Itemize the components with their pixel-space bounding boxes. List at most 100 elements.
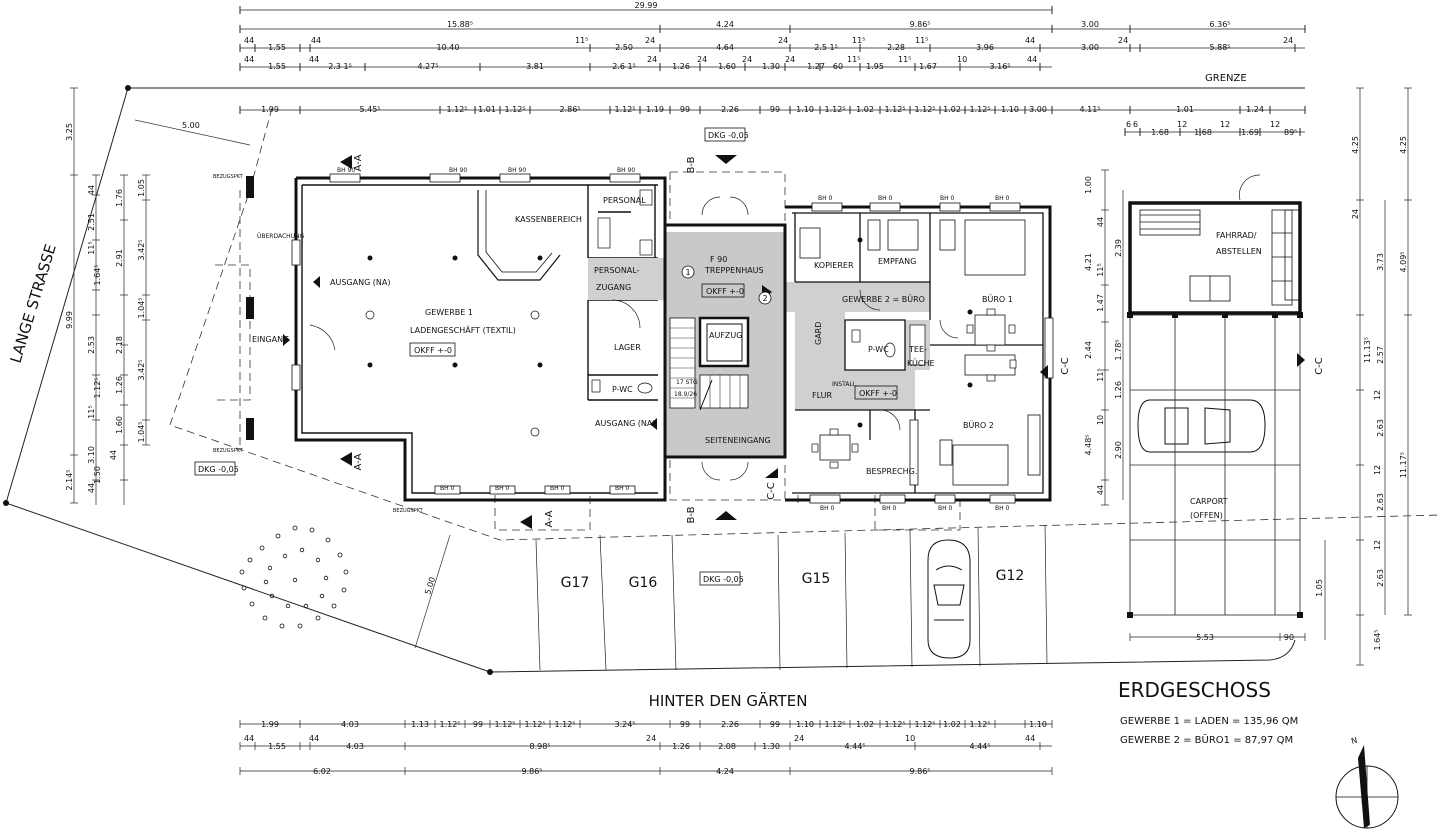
room-buero2: BÜRO 2 bbox=[963, 420, 994, 430]
dim-text: 3.10 bbox=[87, 446, 96, 464]
dim-text: 3.00 bbox=[1081, 20, 1099, 29]
stair-marker-2-text: 2 bbox=[762, 294, 767, 303]
dim-text: 1.12⁵ bbox=[824, 105, 845, 114]
dim-text: 3.00 bbox=[1029, 105, 1047, 114]
dim-text: 1.99 bbox=[261, 105, 279, 114]
dim-text: 1.12⁵ bbox=[914, 105, 935, 114]
left-dimension-chains bbox=[70, 87, 150, 505]
dim-text: 1.12⁵ bbox=[914, 720, 935, 729]
section-label-aa: A-A bbox=[353, 154, 364, 171]
dim-text: 1.27 bbox=[807, 62, 825, 71]
dim-text: 4.09⁵ bbox=[1399, 251, 1408, 272]
dim-text: 2.5 1⁵ bbox=[814, 43, 838, 52]
install-label: INSTALL. bbox=[832, 381, 858, 388]
wc-fixtures bbox=[591, 324, 926, 394]
garage-label-g17: G17 bbox=[561, 575, 590, 591]
dim-text: 2.53 bbox=[87, 336, 96, 354]
dim-text: 44 bbox=[1027, 55, 1037, 64]
room-personal-zugang: PERSONAL- bbox=[594, 266, 640, 275]
svg-text:N: N bbox=[1350, 736, 1358, 746]
dim-text: 24 bbox=[1283, 36, 1293, 45]
dim-text: 44 bbox=[1025, 36, 1035, 45]
dim-text: 2.39 bbox=[1114, 239, 1123, 257]
door-swings bbox=[309, 174, 1261, 481]
dim-text: 44 bbox=[1096, 217, 1105, 227]
dim-text: 4.64 bbox=[716, 43, 734, 52]
svg-text:BH 90: BH 90 bbox=[508, 167, 526, 174]
dim-text: 10 bbox=[957, 55, 967, 64]
dim-text: 1.04⁵ bbox=[137, 421, 146, 442]
svg-text:BH 0: BH 0 bbox=[550, 485, 565, 492]
dim-text: 6.36⁵ bbox=[1209, 20, 1230, 29]
dim-text: 44 bbox=[311, 36, 321, 45]
dim-text: 3.96 bbox=[976, 43, 994, 52]
dim-text: 1.12⁵ bbox=[884, 105, 905, 114]
dim-text: 12 bbox=[1220, 120, 1230, 129]
dim-text: 89⁵ bbox=[1284, 128, 1297, 137]
room-flur: FLUR bbox=[812, 391, 833, 400]
room-besprechung: BESPRECHG. bbox=[866, 467, 917, 476]
dim-text: 5.88⁵ bbox=[1209, 43, 1230, 52]
svg-text:BH 0: BH 0 bbox=[818, 195, 833, 202]
dim-text: 1.13 bbox=[411, 720, 429, 729]
room-garderobe: GARD bbox=[814, 322, 823, 345]
carport-2: (OFFEN) bbox=[1190, 511, 1223, 520]
dim-text: 1.12⁵ bbox=[504, 105, 525, 114]
room-aufzug: AUFZUG bbox=[709, 331, 742, 340]
bottom-dim-texts: 1.99 4.03 1.13 1.12⁵ 99 1.12⁵ 1.12⁵ 1.12… bbox=[244, 720, 1047, 776]
dim-text: 1.12⁵ bbox=[494, 720, 515, 729]
bottom-dimension-chains bbox=[239, 720, 1053, 775]
dim-text: 2.63 bbox=[1376, 569, 1385, 587]
room-labels: GEWERBE 1 LADENGESCHÄFT (TEXTIL) KASSENB… bbox=[252, 196, 1262, 520]
level-tags bbox=[194, 127, 898, 586]
room-personal-zugang: ZUGANG bbox=[596, 283, 631, 292]
dim-text: 44 bbox=[309, 734, 319, 743]
checkout-counter-inner bbox=[485, 190, 553, 273]
room-buero1: BÜRO 1 bbox=[982, 294, 1013, 304]
dim-text: 1.30 bbox=[762, 742, 780, 751]
level-tag-top: DKG -0,05 bbox=[708, 131, 749, 140]
dim-text: 1.64⁵ bbox=[1373, 629, 1382, 650]
carport-posts bbox=[1127, 312, 1303, 618]
dim-text: 2.26 bbox=[721, 720, 739, 729]
office-windows bbox=[809, 202, 1054, 504]
dim-text: 10.40 bbox=[437, 43, 460, 52]
dim-text: 1.05 bbox=[1315, 579, 1324, 597]
office-furniture bbox=[799, 209, 1301, 486]
stair-marker-1 bbox=[681, 265, 695, 279]
dim-text: 1.26 bbox=[672, 62, 690, 71]
dim-text: 1.10 bbox=[1001, 105, 1019, 114]
dim-text: 4.03 bbox=[346, 742, 364, 751]
dim-text: 1.04⁵ bbox=[137, 297, 146, 318]
dim-text: 2.6 1⁵ bbox=[612, 62, 636, 71]
dim-text: 12 bbox=[1373, 390, 1382, 400]
dim-text: 12 bbox=[1177, 120, 1187, 129]
dim-text: 1.10 bbox=[796, 720, 814, 729]
level-tag-laden: OKFF +-0 bbox=[414, 346, 452, 355]
dim-text: 1.02 bbox=[856, 105, 874, 114]
dim-text: 99 bbox=[473, 720, 483, 729]
street-hinter-den-gaerten: HINTER DEN GÄRTEN bbox=[649, 691, 808, 710]
dim-text: 44 bbox=[87, 185, 96, 195]
stair-marker-1-text: 1 bbox=[685, 268, 690, 277]
dim-text: 1.19 bbox=[646, 105, 664, 114]
dim-text: 24 bbox=[778, 36, 788, 45]
dim-text: 4.03 bbox=[341, 720, 359, 729]
dim-text: 11⁵ bbox=[1096, 368, 1105, 381]
area-gewerbe1: GEWERBE 1 = LADEN = 135,96 QM bbox=[1120, 716, 1298, 727]
facade-window-elements bbox=[246, 176, 254, 440]
dim-text: 1.26 bbox=[115, 376, 124, 394]
dim-text: 11⁵ bbox=[852, 36, 865, 45]
dim-text: 44 bbox=[1025, 734, 1035, 743]
dim-text: 1.12⁵ bbox=[884, 720, 905, 729]
dim-text: 2.57 bbox=[1376, 346, 1385, 364]
level-tag-flur: OKFF +-0 bbox=[859, 389, 897, 398]
dim-text: 1.12⁵ bbox=[969, 105, 990, 114]
exit-mid: AUSGANG (NA) bbox=[595, 419, 656, 428]
dim-text: 1.01 bbox=[1176, 105, 1194, 114]
dim-text: 1.99 bbox=[261, 720, 279, 729]
dim-text: 24 bbox=[742, 55, 752, 64]
stair-core-walls bbox=[663, 223, 787, 459]
bike-racks bbox=[1140, 209, 1293, 306]
